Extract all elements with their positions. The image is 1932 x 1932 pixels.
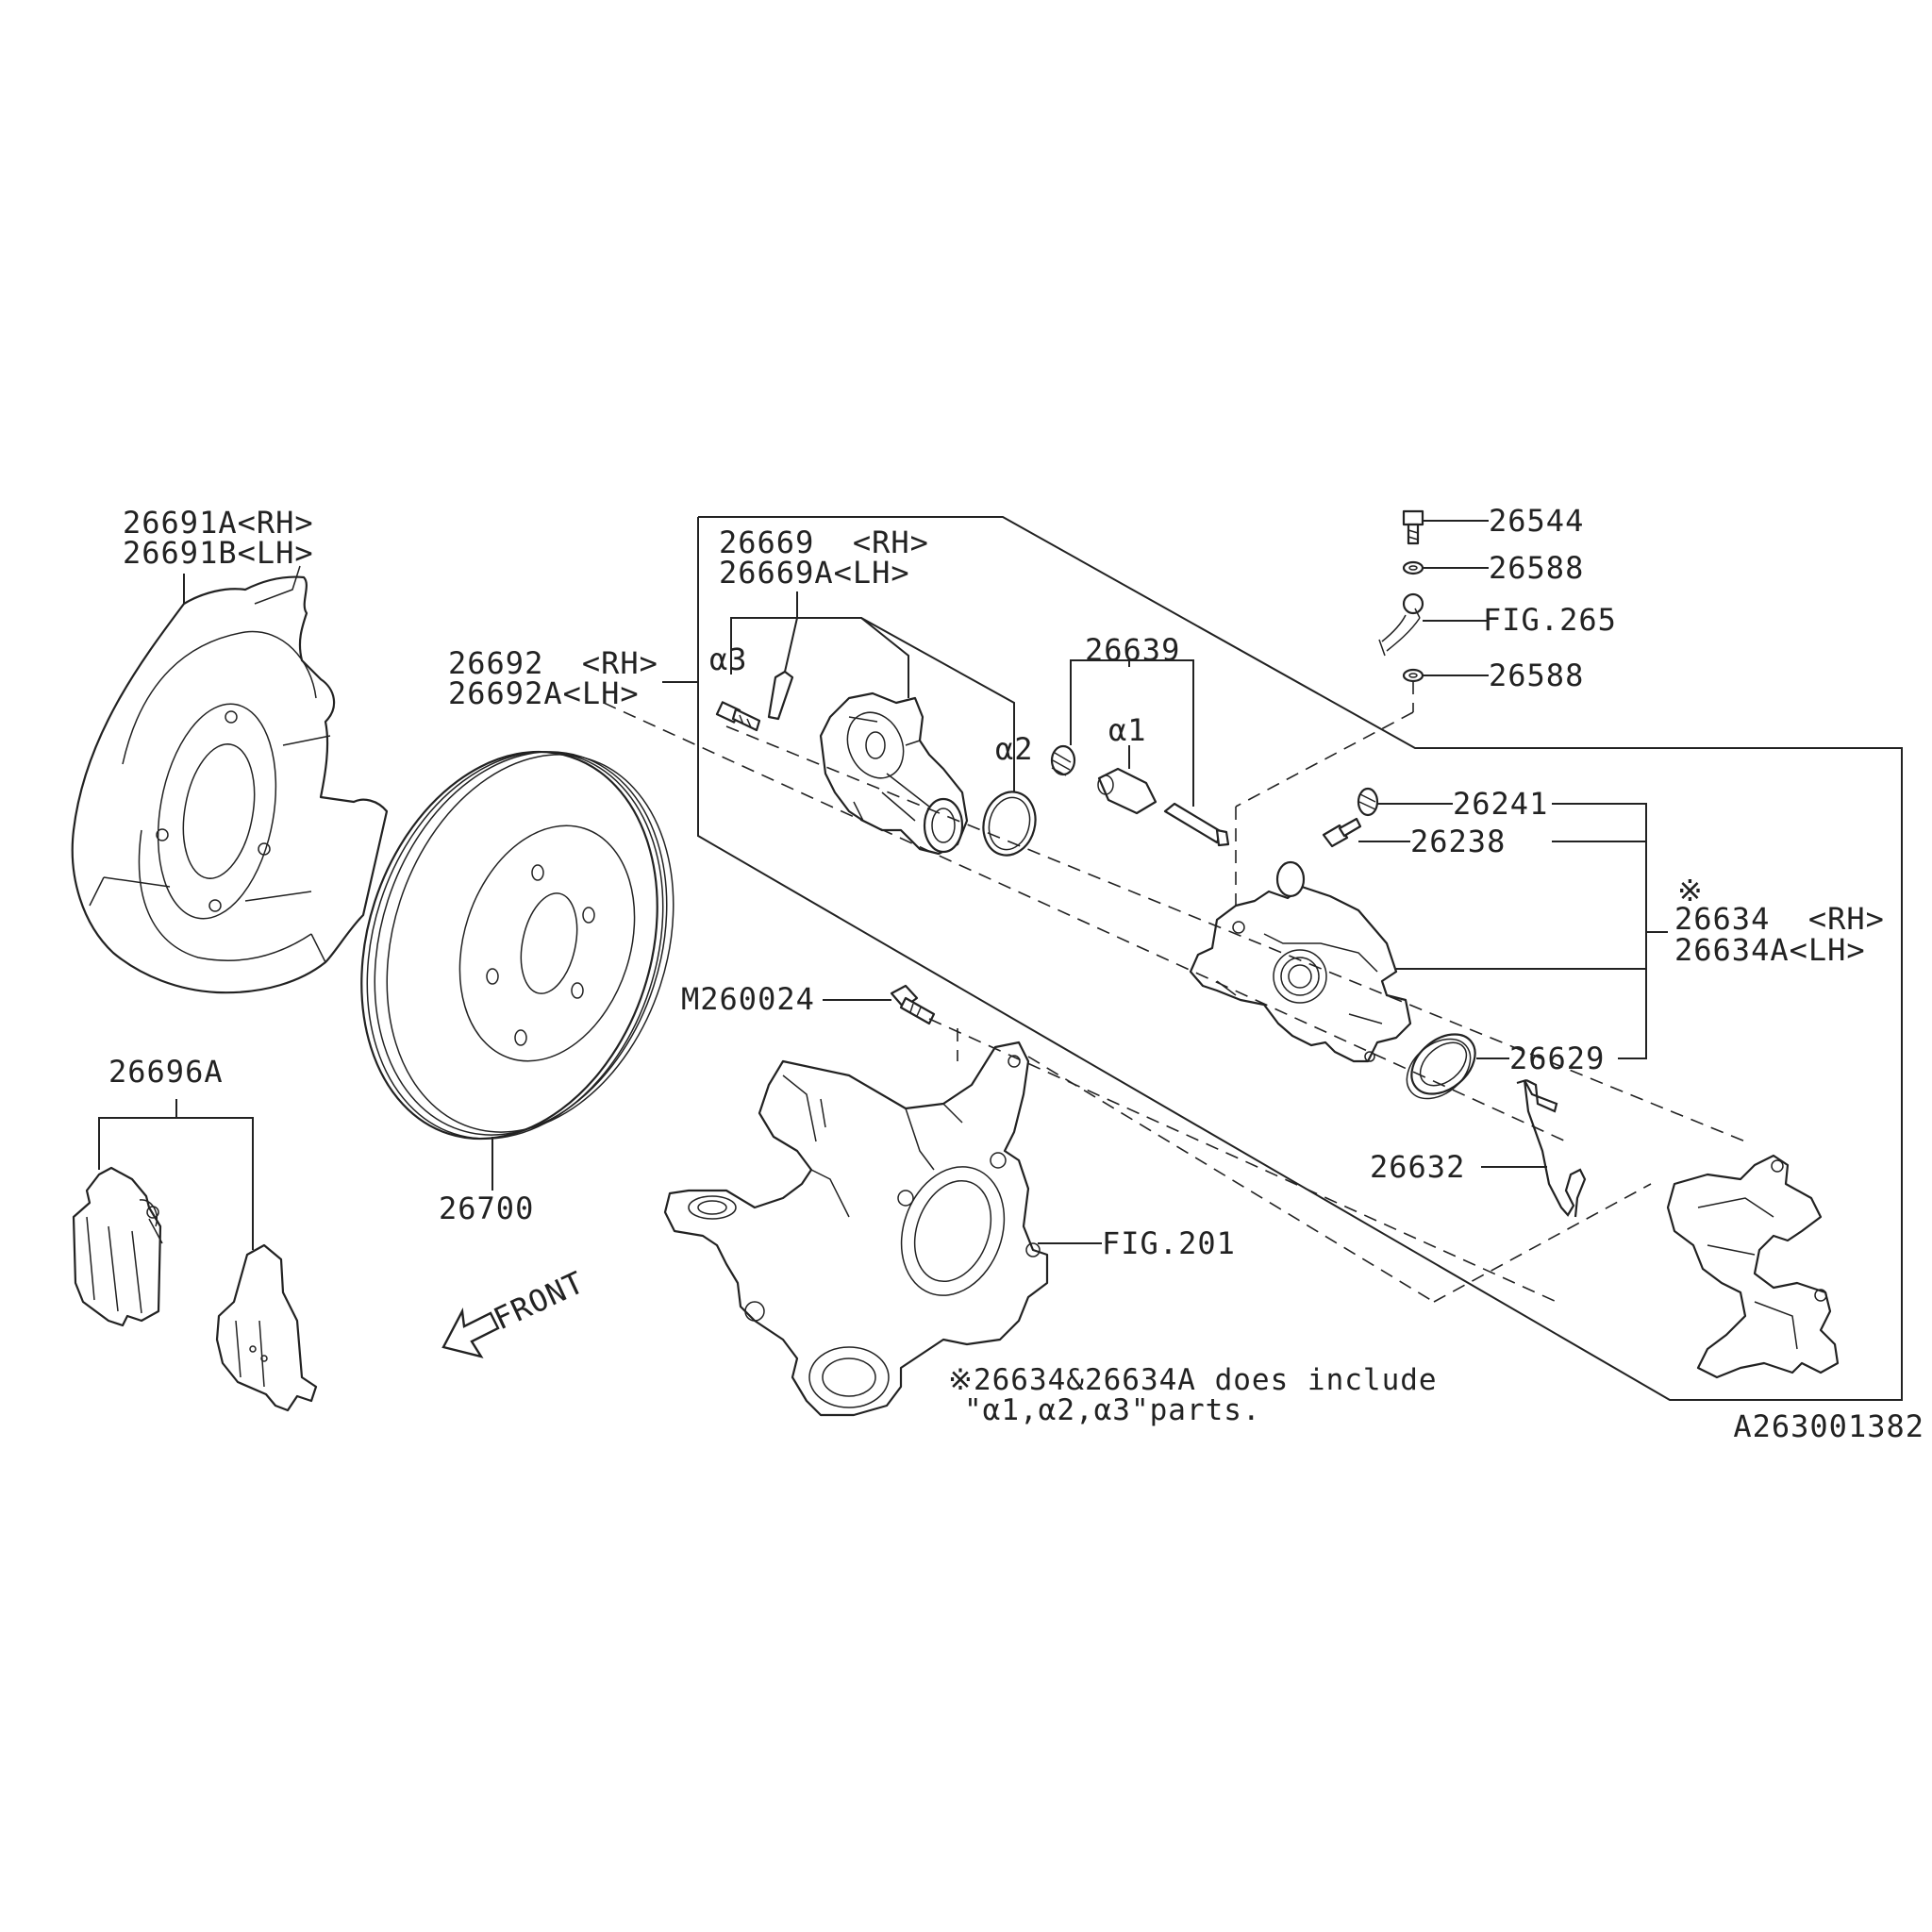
dust-shield <box>71 565 389 994</box>
label-26588-bottom: 26588 <box>1489 658 1584 693</box>
label-26544: 26544 <box>1489 503 1584 539</box>
label-26691-rh: 26691A<RH> <box>123 505 314 541</box>
bleeder-cap <box>1357 787 1379 817</box>
label-fig265: FIG.265 <box>1483 602 1617 638</box>
spring-clip <box>1516 1078 1587 1218</box>
label-26692-rh: 26692 <RH> <box>448 645 658 681</box>
diagram-code: A263001382 <box>1733 1408 1924 1444</box>
parking-motor <box>819 691 969 856</box>
bleeder-screw <box>1322 817 1362 848</box>
brake-disc <box>360 750 675 1141</box>
label-a1: α1 <box>1108 712 1147 748</box>
caliper-body <box>1189 860 1412 1063</box>
label-a2: α2 <box>995 731 1034 767</box>
label-26588-top: 26588 <box>1489 550 1584 586</box>
label-m260024: M260024 <box>681 981 815 1017</box>
label-26639: 26639 <box>1085 632 1180 668</box>
label-26691-lh: 26691B<LH> <box>123 535 314 571</box>
label-26700: 26700 <box>439 1191 534 1226</box>
boot-26639 <box>1050 744 1076 776</box>
note-line-2: "α1,α2,α3"parts. <box>964 1393 1261 1427</box>
shim-plate <box>767 670 794 721</box>
o-ring-a2 <box>982 791 1037 857</box>
washer-top <box>1402 560 1424 575</box>
brake-hose-fitting <box>1378 592 1424 657</box>
label-fig201: FIG.201 <box>1102 1225 1236 1261</box>
label-26634-rh: 26634 <RH> <box>1674 901 1885 937</box>
front-arrow-icon <box>441 1307 500 1358</box>
assembly-frame <box>697 516 1903 1401</box>
label-26241: 26241 <box>1453 786 1548 822</box>
label-26669-rh: 26669 <RH> <box>719 525 929 560</box>
banjo-bolt <box>1402 509 1424 545</box>
bolt-a3 <box>715 701 761 732</box>
label-26238: 26238 <box>1410 824 1506 859</box>
washer-bottom <box>1402 668 1424 683</box>
label-26669-lh: 26669A<LH> <box>719 555 910 591</box>
label-mark: ※ <box>1677 873 1704 908</box>
label-front: FRONT <box>488 1264 590 1337</box>
label-a3: α3 <box>709 641 748 677</box>
bolt-m260024 <box>890 984 936 1025</box>
caliper-bracket <box>1666 1154 1840 1379</box>
label-26692-lh: 26692A<LH> <box>448 675 640 711</box>
note-line-1: ※26634&26634A does include <box>948 1363 1438 1397</box>
label-26632: 26632 <box>1370 1149 1465 1185</box>
guide-pin <box>1163 802 1230 847</box>
label-26629: 26629 <box>1509 1041 1605 1076</box>
label-26634-lh: 26634A<LH> <box>1674 932 1866 968</box>
steering-knuckle <box>663 1041 1049 1417</box>
label-26696a: 26696A <box>108 1054 224 1090</box>
brake-pad-rear <box>215 1243 318 1412</box>
sleeve-a1 <box>1097 767 1158 815</box>
brake-pad-front <box>72 1166 163 1327</box>
piston-seal <box>1406 1033 1476 1100</box>
